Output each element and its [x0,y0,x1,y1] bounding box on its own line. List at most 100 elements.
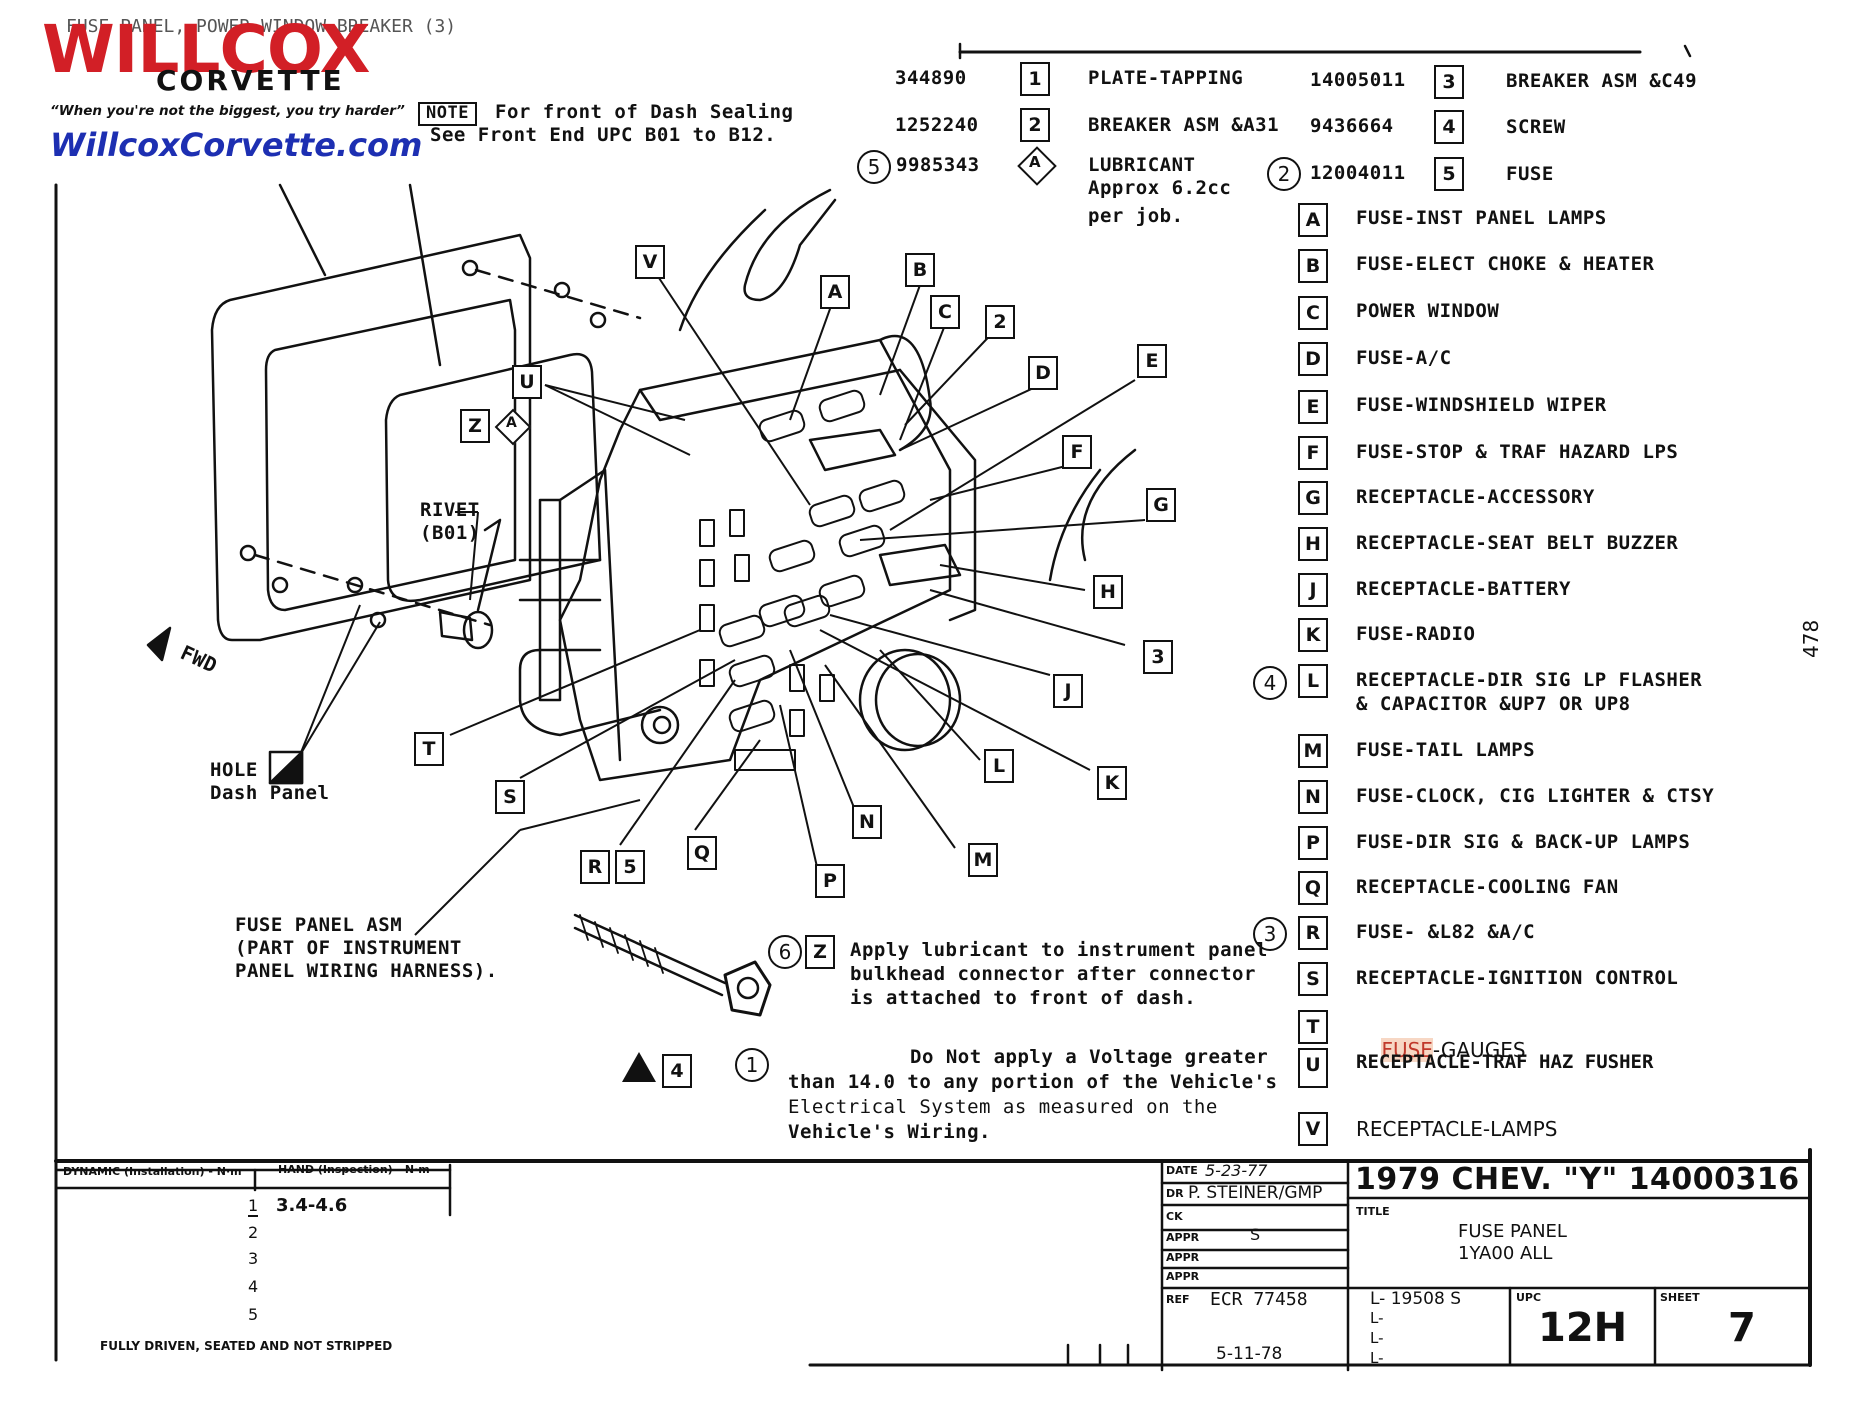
apply-note-1: Apply lubricant to instrument panel [850,939,1268,961]
title-line-2: 1YA00 ALL [1458,1243,1553,1264]
triangle-ref-1 [622,1052,656,1082]
callout-T: T [414,732,444,766]
legend-text-T-rest: -GAUGES [1432,1038,1526,1062]
legend-key-R: R [1298,916,1328,950]
legend-key-L: L [1298,664,1328,698]
legend-key-B: B [1298,249,1328,283]
callout-G: G [1146,488,1176,522]
appr-label-1: APPR [1166,1231,1200,1244]
legend-text-G: RECEPTACLE-ACCESSORY [1356,486,1595,508]
callout-3: 3 [1143,640,1173,674]
note-line-2: See Front End UPC B01 to B12. [430,124,777,146]
callout-M: M [968,843,998,877]
title-label: TITLE [1356,1205,1390,1218]
legend-key-H: H [1298,527,1328,561]
legend-text-D: FUSE-A/C [1356,347,1452,369]
legend-text-K: FUSE-RADIO [1356,623,1476,645]
legend-text-L-2: & CAPACITOR &UP7 OR UP8 [1356,693,1631,715]
torque-value-1: 3.4-4.6 [276,1195,348,1216]
part-desc-6: FUSE [1506,163,1554,185]
part-ref-6: 5 [1434,157,1464,191]
fuse-panel-asm-1: FUSE PANEL ASM [235,914,403,936]
rivet-label-1: RIVET [420,499,480,521]
part-ref-5: 4 [1434,110,1464,144]
torque-ref-3: 3 [248,1249,259,1268]
callout-C: C [930,295,960,329]
callout-E: E [1137,344,1167,378]
legend-text-A: FUSE-INST PANEL LAMPS [1356,207,1607,229]
part-number-1: 344890 [895,67,967,89]
legend-text-R: FUSE- &L82 &A/C [1356,921,1536,943]
part-desc-1: PLATE-TAPPING [1088,67,1244,89]
triangle-ref-4: 4 [662,1054,692,1088]
torque-hand-label: HAND (Inspection) - N·m [278,1163,430,1176]
voltage-note-2: than 14.0 to any portion of the Vehicle'… [788,1071,1278,1093]
ecr-number: ECR 77458 [1210,1289,1308,1310]
website-link[interactable]: WillcoxCorvette.com [50,126,423,164]
legend-text-C: POWER WINDOW [1356,300,1500,322]
part-ref-4: 3 [1434,65,1464,99]
voltage-note-3: Electrical System as measured on the [788,1096,1218,1118]
legend-key-F: F [1298,436,1328,470]
torque-ref-5: 5 [248,1305,259,1324]
torque-footnote: FULLY DRIVEN, SEATED AND NOT STRIPPED [100,1339,393,1353]
rev-line-4: L- [1370,1349,1384,1367]
legend-key-P: P [1298,826,1328,860]
callout-S: S [495,780,525,814]
legend-text-J: RECEPTACLE-BATTERY [1356,578,1571,600]
rev-line-1: L- 19508 S [1370,1289,1461,1309]
note-ref-1: 1 [735,1048,769,1082]
lubricant-note-1: Approx 6.2cc [1088,177,1232,199]
side-page-number: 478 [1799,619,1823,658]
legend-text-H: RECEPTACLE-SEAT BELT BUZZER [1356,532,1679,554]
note-tag: NOTE [418,102,477,126]
part-number-3: 9985343 [896,154,980,176]
note-ref-6: 6 [768,935,802,969]
callout-2: 2 [985,305,1015,339]
sheet-label: SHEET [1660,1291,1700,1304]
callout-5: 5 [615,850,645,884]
voltage-note-4: Vehicle's Wiring. [788,1121,991,1143]
legend-key-D: D [1298,342,1328,376]
legend-key-S: S [1298,962,1328,996]
callout-N: N [852,805,882,839]
callout-H: H [1093,575,1123,609]
part-desc-4: BREAKER ASM &C49 [1506,70,1698,92]
callout-B: B [905,253,935,287]
hole-label-1: HOLE [210,759,258,781]
note-ref-3: 3 [1253,917,1287,951]
legend-text-E: FUSE-WINDSHIELD WIPER [1356,394,1607,416]
part-number-6: 12004011 [1310,162,1406,184]
callout-J: J [1053,674,1083,708]
legend-key-G: G [1298,481,1328,515]
torque-ref-2: 2 [248,1223,259,1242]
rev-line-2: L- [1370,1309,1384,1327]
willcox-logo: WILLCOX [42,11,371,88]
legend-text-V: RECEPTACLE-LAMPS [1356,1117,1558,1141]
drawn-by: P. STEINER/GMP [1188,1183,1323,1203]
legend-text-S: RECEPTACLE-IGNITION CONTROL [1356,967,1679,989]
callout-R: R [580,850,610,884]
legend-key-V: V [1298,1112,1328,1146]
legend-text-T: FUSE-GAUGES [1356,1016,1526,1085]
rev-line-3: L- [1370,1329,1384,1347]
torque-dynamic-label: DYNAMIC (Installation) - N·m [63,1165,242,1178]
torque-ref-1: 1 [248,1196,259,1218]
legend-text-F: FUSE-STOP & TRAF HAZARD LPS [1356,441,1679,463]
legend-text-T-highlight: FUSE [1381,1038,1433,1062]
part-desc-3: LUBRICANT [1088,154,1196,176]
top-caption: FUSE PANEL, POWER WINDOW BREAKER (3) [66,16,457,37]
legend-key-E: E [1298,390,1328,424]
legend-text-Q: RECEPTACLE-COOLING FAN [1356,876,1619,898]
note-ref-5: 5 [857,150,891,184]
date-label: DATE [1166,1164,1198,1177]
ref-label: REF [1166,1293,1190,1306]
appr-value: S [1250,1225,1261,1244]
torque-ref-4: 4 [248,1277,259,1296]
part-ref-2: 2 [1020,108,1050,142]
callout-P: P [815,864,845,898]
apply-note-3: is attached to front of dash. [850,987,1197,1009]
upc-label: UPC [1516,1291,1542,1304]
rivet-label-2: (B01) [420,522,480,544]
fuse-panel-asm-3: PANEL WIRING HARNESS). [235,960,498,982]
